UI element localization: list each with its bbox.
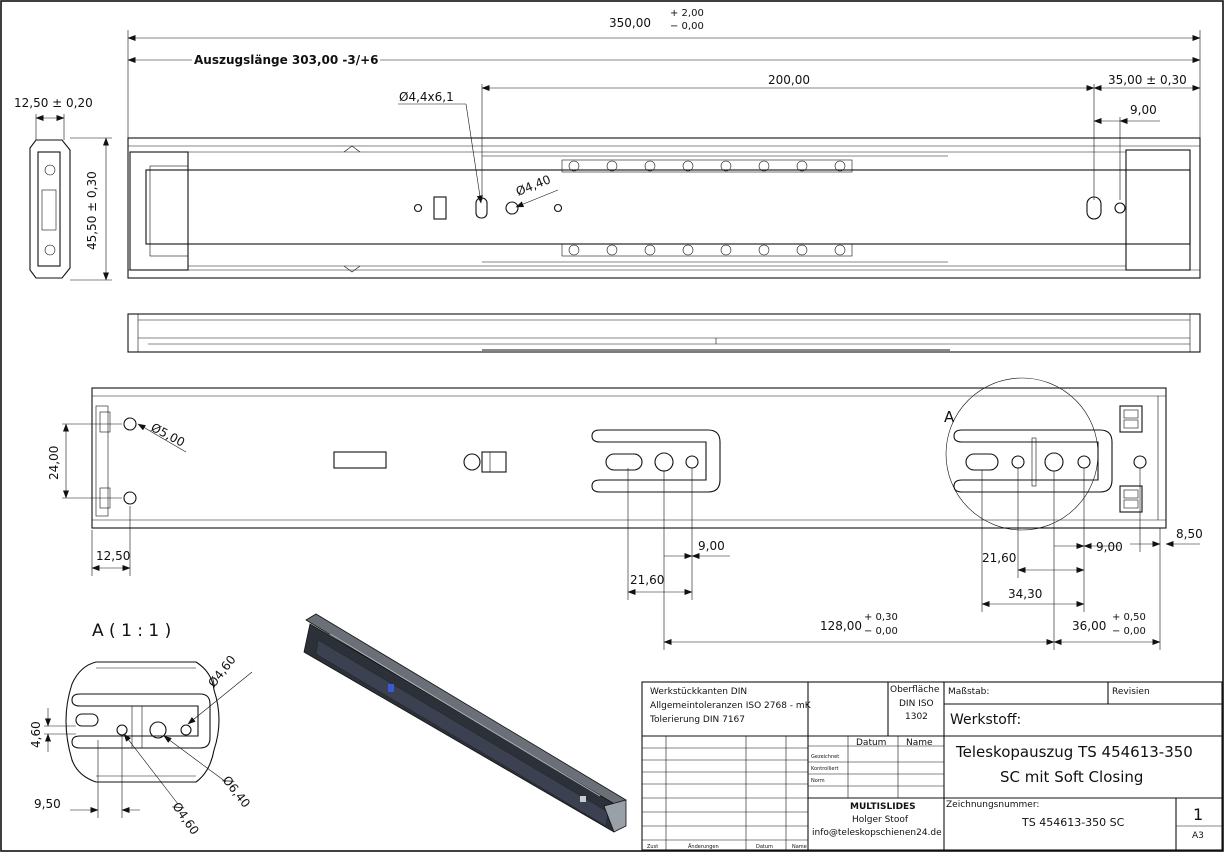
tb-notes-line3: Tolerierung DIN 7167	[649, 715, 745, 725]
title-block: Werkstückkanten DIN Allgemeintoleranzen …	[641, 681, 1223, 851]
tb-row-norm: Norm	[811, 778, 825, 784]
tb-footer-zust: Zust	[647, 844, 658, 850]
tb-title-line2: SC mit Soft Closing	[1000, 768, 1143, 786]
detail-dim-640: Ø6,40	[220, 773, 253, 810]
tb-surface-value-2: 1302	[905, 712, 928, 722]
dim-span-128-minus: − 0,00	[864, 626, 898, 637]
tb-drawing-number: TS 454613-350 SC	[1021, 816, 1125, 829]
detail-dim-460-side: 4,60	[29, 721, 43, 748]
tb-sheet-number: 1	[1193, 805, 1203, 824]
dim-end-9: 9,00	[1130, 103, 1157, 117]
tb-scale-label: Maßstab:	[948, 687, 989, 697]
dim-span-36-minus: − 0,00	[1112, 626, 1146, 637]
tb-title-line1: Teleskopauszug TS 454613-350	[955, 743, 1193, 761]
rail-flat-view: 24,00 Ø5,00 12,50 9,00 21,60 A	[47, 377, 1203, 650]
tb-material-label: Werkstoff:	[950, 712, 1021, 728]
detail-a-view: A ( 1 : 1 ) Ø4,60 4,60 Ø6,40 9,50 Ø4,60	[29, 621, 253, 837]
tb-footer-datum: Datum	[756, 844, 773, 850]
tb-col-datum: Datum	[856, 738, 886, 748]
tb-contact-name: Holger Stoof	[852, 815, 909, 825]
detail-dim-460-bottom: Ø4,60	[170, 800, 202, 838]
dim-span-200: 200,00	[768, 73, 810, 87]
dim-span-36: 36,00	[1072, 619, 1106, 633]
tb-revision-label: Revisien	[1112, 687, 1150, 697]
tb-col-name: Name	[906, 738, 933, 748]
tb-drawing-number-label: Zeichnungsnummer:	[946, 800, 1039, 810]
tb-company: MULTISLIDES	[850, 802, 916, 812]
dim-mid-9: 9,00	[698, 539, 725, 553]
dim-front-24: 24,00	[47, 446, 61, 480]
dim-overall-tol-minus: − 0,00	[670, 21, 704, 32]
dim-rear-9: 9,00	[1096, 540, 1123, 554]
dim-overall-tol-plus: + 2,00	[670, 8, 704, 19]
detail-title: A ( 1 : 1 )	[92, 621, 171, 641]
dim-overall-length: 350,00	[609, 16, 651, 30]
dim-rear-34-3: 34,30	[1008, 587, 1042, 601]
dim-hole-slot: Ø4,4x6,1	[399, 90, 454, 104]
dim-span-36-plus: + 0,50	[1112, 612, 1146, 623]
tb-contact-email: info@teleskopschienen24.de	[812, 828, 942, 838]
tb-notes-line2: Allgemeintoleranzen ISO 2768 - mK	[650, 701, 812, 711]
detail-dim-950: 9,50	[34, 797, 61, 811]
detail-a-marker: A	[944, 408, 955, 426]
dim-width-top: 12,50 ± 0,20	[14, 96, 93, 110]
dim-extension-length: Auszugslänge 303,00 -3/+6	[194, 53, 379, 67]
dim-span-128: 128,00	[820, 619, 862, 633]
detail-dim-460-top: Ø4,60	[205, 653, 238, 690]
top-view: 350,00 + 2,00 − 0,00 Auszugslänge 303,00…	[127, 8, 1201, 279]
tb-sheet-format: A3	[1192, 831, 1204, 841]
tb-footer-aenderungen: Änderungen	[688, 843, 719, 850]
tb-row-kontrolliert: Kontrolliert	[811, 766, 839, 772]
dim-rear-8-5: 8,50	[1176, 527, 1203, 541]
dim-front-5: Ø5,00	[149, 420, 188, 449]
dim-height-side: 45,50 ± 0,30	[85, 171, 99, 250]
isometric-view	[303, 613, 627, 833]
dim-span-128-plus: + 0,30	[864, 612, 898, 623]
tb-notes-line1: Werkstückkanten DIN	[650, 687, 747, 697]
tb-surface-label: Oberfläche	[890, 685, 940, 695]
tb-footer-name: Name	[792, 844, 807, 850]
dim-mid-21-6: 21,60	[630, 573, 664, 587]
plan-view	[127, 313, 1201, 353]
dim-end-35: 35,00 ± 0,30	[1108, 73, 1187, 87]
dim-front-12-5: 12,50	[96, 549, 130, 563]
dim-rear-21-6: 21,60	[982, 551, 1016, 565]
detail-a-circle	[945, 377, 1099, 531]
end-view: 12,50 ± 0,20 45,50 ± 0,30	[14, 96, 112, 281]
tb-row-gezeichnet: Gezeichnet	[811, 754, 839, 760]
tb-surface-value-1: DIN ISO	[899, 699, 934, 709]
